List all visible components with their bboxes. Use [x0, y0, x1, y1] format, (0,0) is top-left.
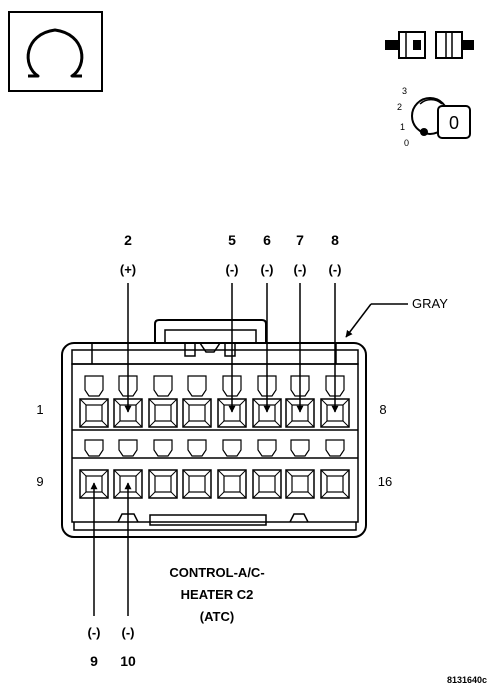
pin-number-5: 5 [228, 232, 236, 248]
pin-polarity-5: (-) [226, 262, 239, 277]
pin-number-8: 8 [331, 232, 339, 248]
pin-cavity-1 [79, 398, 109, 428]
connector-body [61, 319, 367, 538]
connector-title-line1: CONTROL-A/C- [169, 565, 264, 580]
pin-number-2: 2 [124, 232, 132, 248]
pin-cavity-2 [113, 398, 143, 428]
ignition-position-2: 2 [397, 102, 402, 112]
ignition-position-1: 1 [400, 122, 405, 132]
ignition-key-position: 0 [449, 113, 459, 133]
pin-cavity-12 [182, 469, 212, 499]
ohmmeter-icon [8, 11, 103, 92]
ignition-position-3: 3 [402, 86, 407, 96]
pin-number-6: 6 [263, 232, 271, 248]
ignition-position-0: 0 [404, 138, 409, 148]
pin-polarity-2: (+) [120, 262, 136, 277]
pin-cavity-16 [320, 469, 350, 499]
pin-cavity-15 [285, 469, 315, 499]
callout-arrows [90, 283, 339, 616]
pin-number-10: 10 [120, 653, 136, 669]
pin-polarity-8: (-) [329, 262, 342, 277]
row-label-8: 8 [379, 402, 386, 417]
pin-polarity-9: (-) [88, 625, 101, 640]
row-label-9: 9 [36, 474, 43, 489]
pin-polarity-10: (-) [122, 625, 135, 640]
pin-cavity-13 [217, 469, 247, 499]
row-label-16: 16 [378, 474, 392, 489]
connector-title-line2: HEATER C2 [181, 587, 254, 602]
pin-number-9: 9 [90, 653, 98, 669]
pin-cavity-14 [252, 469, 282, 499]
wire-color-label: GRAY [412, 296, 448, 311]
figure-id: 8131640c [447, 675, 487, 685]
gray-leader-arrow [345, 303, 372, 338]
pin-cavity-4 [182, 398, 212, 428]
top-callouts: 2 (+) 5 (-) 6 (-) 7 (-) 8 (-) [120, 232, 342, 277]
connector-title-line3: (ATC) [200, 609, 234, 624]
ignition-switch-off-icon: 3 2 1 0 0 [397, 86, 471, 148]
connector-disconnected-icon [385, 31, 474, 59]
pin-number-7: 7 [296, 232, 304, 248]
pin-cavity-11 [148, 469, 178, 499]
row-label-1: 1 [36, 402, 43, 417]
pin-polarity-7: (-) [294, 262, 307, 277]
pin-polarity-6: (-) [261, 262, 274, 277]
pin-cavity-3 [148, 398, 178, 428]
